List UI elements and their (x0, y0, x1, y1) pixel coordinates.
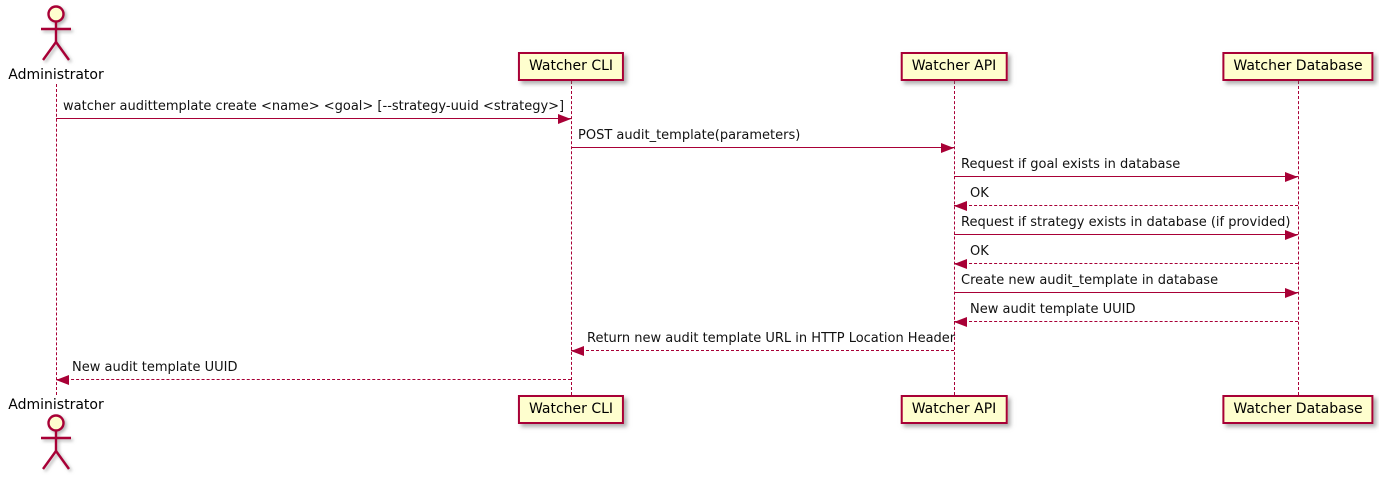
arrowhead-icon (571, 345, 584, 356)
message-line (954, 176, 1298, 177)
participant-box: Watcher CLI (517, 395, 625, 424)
message-line (571, 350, 954, 351)
arrowhead-icon (954, 258, 967, 269)
arrowhead-icon (1285, 287, 1298, 298)
message-label: Request if strategy exists in database (… (961, 215, 1291, 230)
arrowhead-icon (558, 113, 571, 124)
message-line (56, 379, 571, 380)
message-line (954, 292, 1298, 293)
message-label: Create new audit_template in database (961, 273, 1219, 288)
message-label: New audit template UUID (72, 360, 238, 375)
message-label: OK (970, 186, 989, 201)
message-line (954, 234, 1298, 235)
arrowhead-icon (954, 200, 967, 211)
message-label: New audit template UUID (970, 302, 1136, 317)
message-line (954, 263, 1298, 264)
arrowhead-icon (1285, 229, 1298, 240)
participant-box: Watcher API (900, 52, 1008, 81)
participant-box: Watcher CLI (517, 52, 625, 81)
participant-box: Watcher Database (1222, 52, 1374, 81)
arrowhead-icon (1285, 171, 1298, 182)
message-line (56, 118, 571, 119)
actor-icon (33, 412, 79, 478)
actor-icon (33, 3, 79, 69)
message-label: POST audit_template(parameters) (578, 128, 801, 143)
participant-box: Watcher API (900, 395, 1008, 424)
lifeline-admin (56, 84, 57, 395)
message-line (954, 205, 1298, 206)
message-label: OK (970, 244, 989, 259)
lifeline-cli (571, 81, 572, 395)
message-line (571, 147, 954, 148)
arrowhead-icon (941, 142, 954, 153)
message-label: watcher audittemplate create <name> <goa… (63, 99, 565, 114)
actor-label: Administrator (8, 67, 104, 83)
participant-box: Watcher Database (1222, 395, 1374, 424)
lifeline-db (1298, 81, 1299, 395)
actor-label: Administrator (8, 397, 104, 413)
message-label: Request if goal exists in database (961, 157, 1181, 172)
arrowhead-icon (954, 316, 967, 327)
message-line (954, 321, 1298, 322)
arrowhead-icon (56, 374, 69, 385)
lifeline-api (954, 81, 955, 395)
message-label: Return new audit template URL in HTTP Lo… (587, 331, 956, 346)
